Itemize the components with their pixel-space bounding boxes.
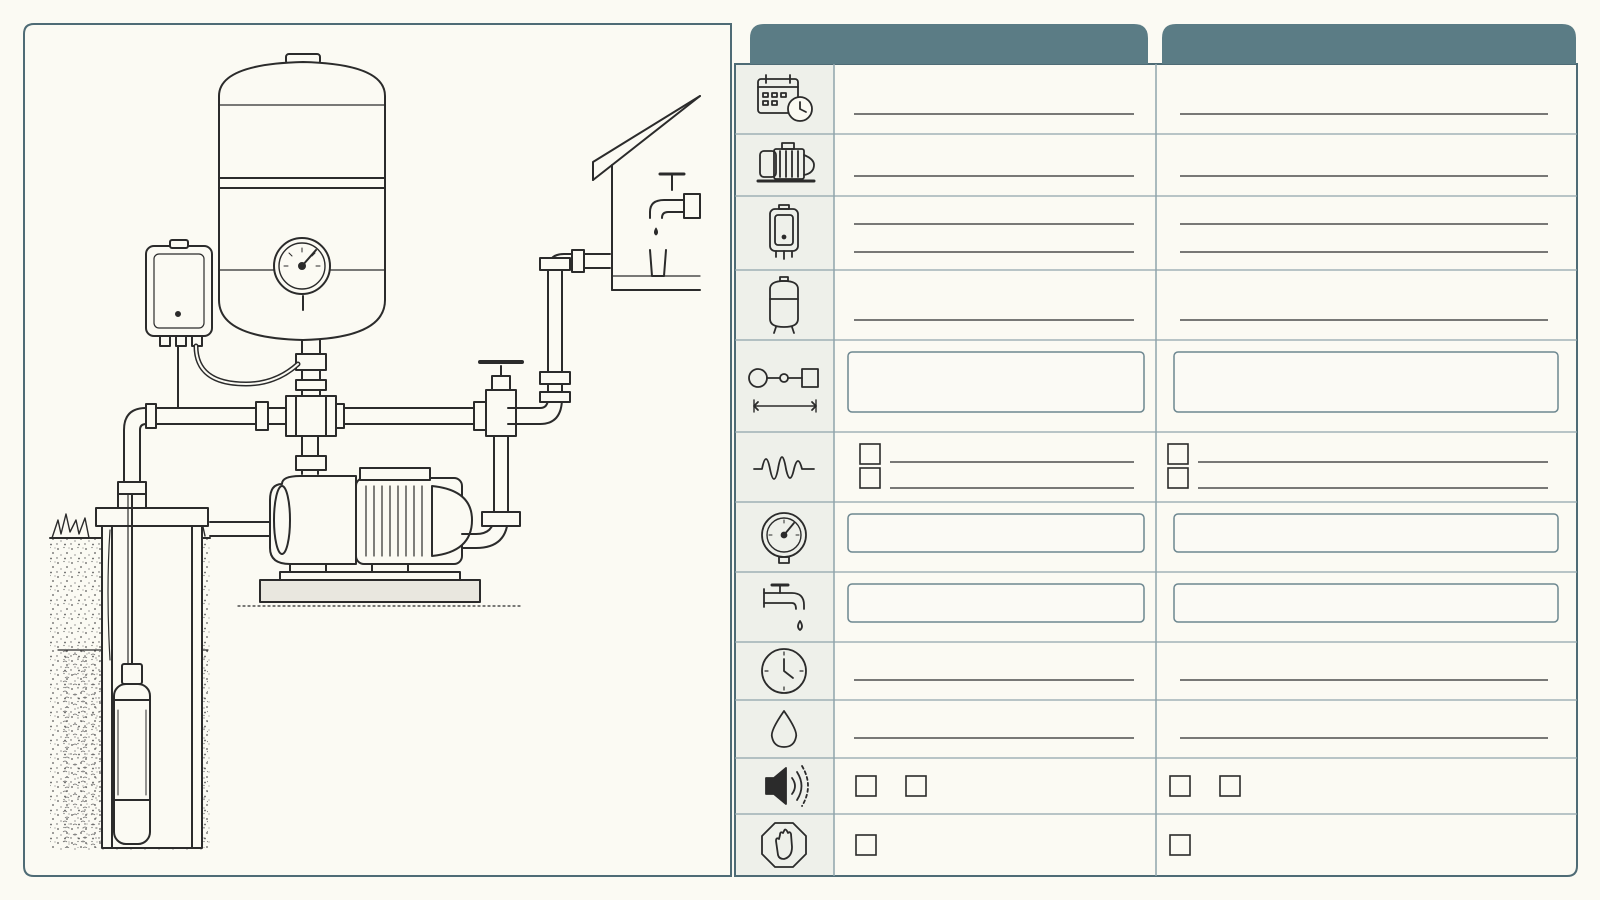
stop-hand-icon: [761, 822, 807, 868]
log-row: [769, 204, 1548, 260]
log-row: [763, 583, 1559, 631]
jet-pump-icon: [209, 435, 521, 607]
log-row: [761, 822, 1191, 868]
checkbox[interactable]: [1169, 775, 1191, 797]
well-riser-pipe: [117, 401, 281, 495]
entry-box-col2[interactable]: [1173, 583, 1559, 623]
log-row: [757, 74, 1548, 122]
log-row: [770, 710, 1548, 748]
checkbox[interactable]: [1169, 834, 1191, 856]
clock-icon: [761, 648, 807, 694]
pressure-switch-icon: [145, 239, 301, 409]
column-header-1: [750, 24, 1148, 64]
pressure-tank-icon: [769, 276, 799, 334]
speaker-sound-icon: [765, 765, 809, 807]
submersible-pump-icon: [113, 663, 151, 845]
faucet-flow-icon: [763, 583, 805, 631]
entry-box-col2[interactable]: [1173, 513, 1559, 553]
checkbox[interactable]: [859, 467, 881, 489]
checkbox[interactable]: [905, 775, 927, 797]
entry-box-col2[interactable]: [1173, 351, 1559, 413]
log-row: [748, 351, 1559, 413]
checkbox[interactable]: [855, 834, 877, 856]
water-drop-icon: [770, 710, 798, 748]
log-row: [753, 443, 1548, 489]
pressure-tank-icon: [218, 53, 386, 341]
pressure-gauge-icon: [273, 237, 331, 311]
gate-valve-icon: [461, 249, 611, 549]
log-table: [734, 24, 1578, 877]
pressure-switch-icon: [769, 204, 799, 260]
log-row: [761, 648, 1548, 694]
entry-box-col1[interactable]: [847, 583, 1145, 623]
noise-wave-icon: [753, 456, 815, 480]
checkbox[interactable]: [859, 443, 881, 465]
checkbox[interactable]: [1219, 775, 1241, 797]
column-header-2: [1162, 24, 1576, 64]
row-grid: [735, 133, 1577, 815]
checkbox[interactable]: [1167, 467, 1189, 489]
log-row: [756, 142, 1548, 183]
row-content: [748, 74, 1559, 868]
log-row: [765, 765, 1241, 807]
checkbox[interactable]: [1167, 443, 1189, 465]
checkbox[interactable]: [855, 775, 877, 797]
motor-pump-icon: [756, 142, 816, 183]
log-row: [769, 276, 1548, 334]
house-faucet-icon: [592, 95, 701, 291]
entry-box-col1[interactable]: [847, 513, 1145, 553]
log-row: [761, 512, 1559, 564]
pressure-gauge-icon: [761, 512, 807, 564]
calendar-clock-icon: [757, 74, 813, 122]
entry-box-col1[interactable]: [847, 351, 1145, 413]
cut-in-cut-out-icon: [748, 368, 819, 413]
